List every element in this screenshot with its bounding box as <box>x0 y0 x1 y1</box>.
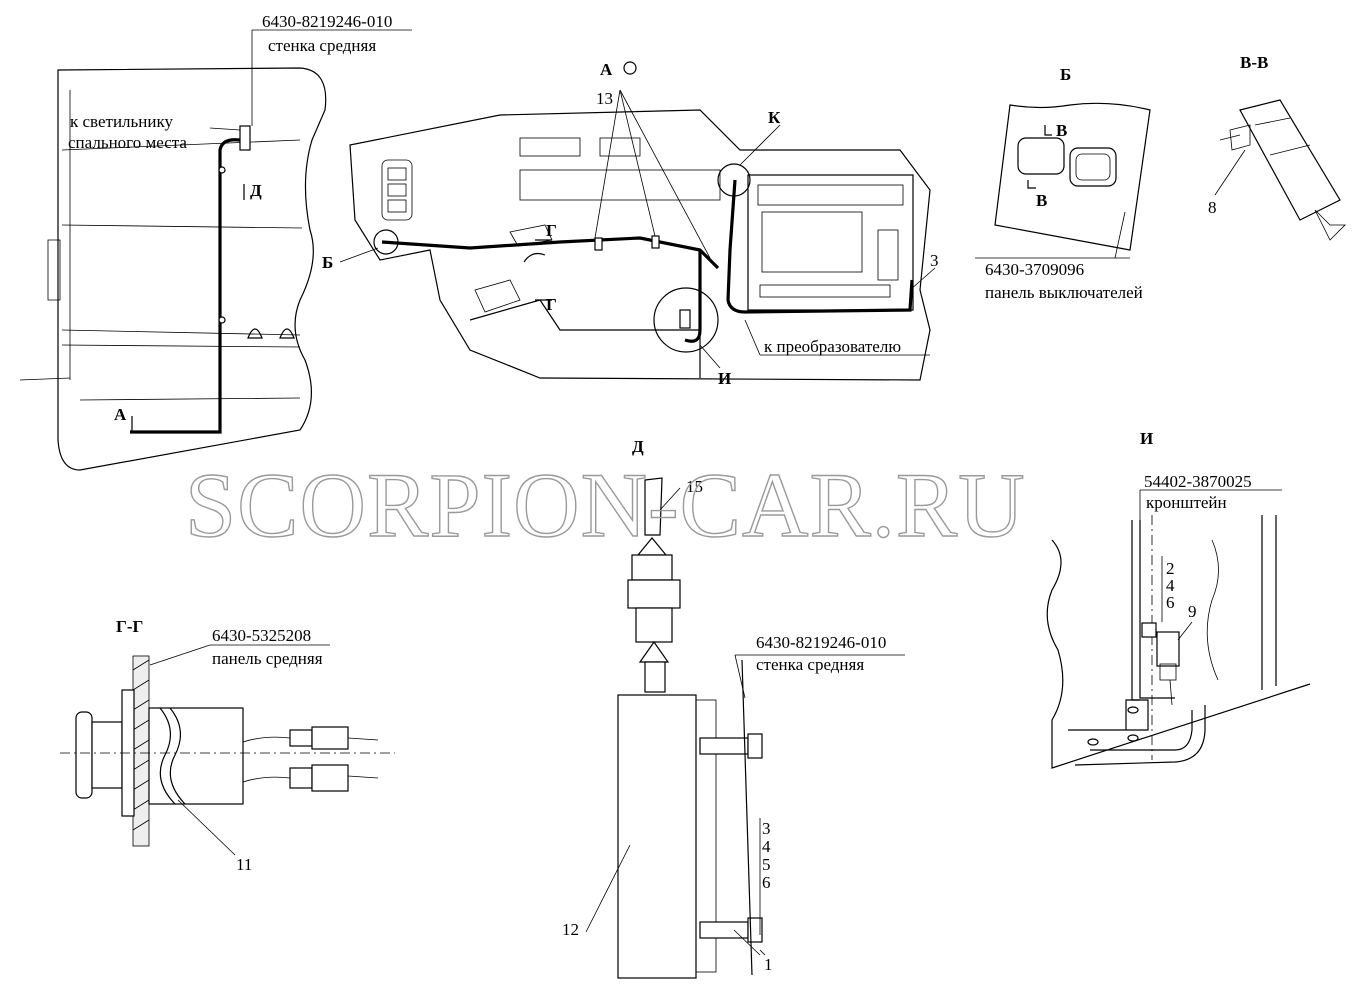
view-vv-title: В-В <box>1240 53 1268 72</box>
view-a-note-light-1: к светильнику <box>70 112 174 131</box>
callout-3: 3 <box>930 251 939 270</box>
view-i-stack-1: 2 <box>1166 559 1175 578</box>
watermark: SCORPION-CAR.RU <box>185 454 1026 556</box>
view-b-part-number: 6430-3709096 <box>985 260 1084 279</box>
view-d-part-name: стенка средняя <box>756 655 864 674</box>
note-converter: к преобразователю <box>764 337 901 356</box>
view-b-part-name: панель выключателей <box>985 283 1143 302</box>
view-a-arrow-a: А <box>114 405 127 424</box>
view-i-part-number: 54402-3870025 <box>1144 472 1252 491</box>
callout-k: К <box>768 108 781 127</box>
view-a-arrow-d: Д <box>250 181 262 200</box>
view-i-part-name: кронштейн <box>1146 493 1227 512</box>
callout-g-bottom: Г <box>546 295 557 314</box>
view-b-switch-panel <box>975 102 1151 259</box>
callout-9: 9 <box>1188 602 1197 621</box>
view-gg-part-name: панель средняя <box>212 649 323 668</box>
callout-i: И <box>718 369 731 388</box>
callout-8: 8 <box>1208 198 1217 217</box>
view-b-v-top: В <box>1056 121 1067 140</box>
view-d-title: Д <box>632 437 644 456</box>
view-d-stack-2: 4 <box>762 837 771 856</box>
view-i-stack-3: 6 <box>1166 593 1175 612</box>
view-i-stack-2: 4 <box>1166 576 1175 595</box>
callout-11: 11 <box>236 855 252 874</box>
view-d-stack-4: 6 <box>762 873 771 892</box>
view-b-title: Б <box>1060 65 1071 84</box>
view-a-part-number: 6430-8219246-010 <box>262 12 392 31</box>
callout-12: 12 <box>562 920 579 939</box>
view-d-stack-3: 5 <box>762 855 771 874</box>
callout-15: 15 <box>686 477 703 496</box>
view-gg-title: Г-Г <box>116 617 143 636</box>
callout-g-top: Г <box>546 221 557 240</box>
callout-1: 1 <box>764 955 773 974</box>
callout-b: Б <box>322 253 333 272</box>
callout-13: 13 <box>596 89 613 108</box>
view-a-cab-side <box>19 29 412 471</box>
view-b-v-bottom: В <box>1036 191 1047 210</box>
view-vv-switch-section <box>1214 99 1346 241</box>
view-i-title: И <box>1140 429 1153 448</box>
view-d-stack-1: 3 <box>762 819 771 838</box>
main-view-title: А <box>600 60 613 79</box>
view-gg-socket-section <box>60 644 395 856</box>
main-view-dashboard <box>339 61 936 381</box>
view-d-converter <box>585 477 905 979</box>
view-a-part-name: стенка средняя <box>268 36 376 55</box>
view-d-part-number: 6430-8219246-010 <box>756 633 886 652</box>
view-a-note-light-2: спального места <box>68 133 187 152</box>
view-gg-part-number: 6430-5325208 <box>212 626 311 645</box>
view-i-bracket <box>1046 489 1311 769</box>
